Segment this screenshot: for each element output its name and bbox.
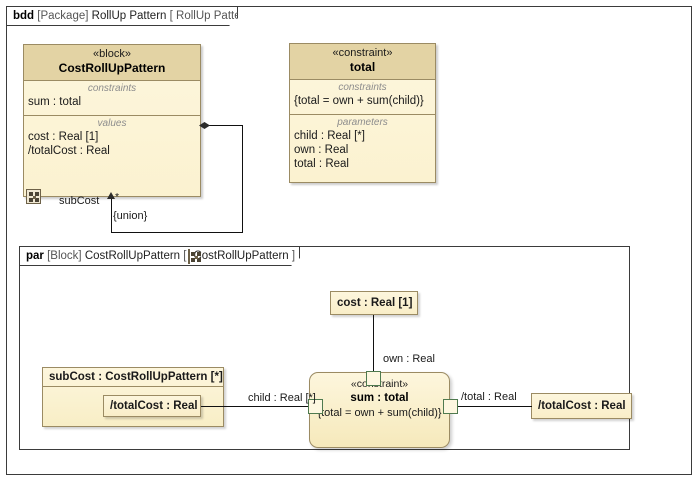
assoc-line-bottom <box>111 232 243 233</box>
par-frame-open-bracket: [ <box>183 250 187 262</box>
block-header: «block» CostRollUpPattern <box>24 45 200 81</box>
par-frame-header: par [Block] CostRollUpPattern [ CostRoll… <box>19 246 300 266</box>
par-frame-type: [Block] <box>47 250 82 262</box>
par-frame: par [Block] CostRollUpPattern [ CostRoll… <box>19 246 632 450</box>
compartment-title-constraints-2: constraints <box>338 82 387 93</box>
assoc-end-label: subCost <box>59 195 100 207</box>
value-totalcost-real[interactable]: /totalCost : Real <box>531 393 632 419</box>
block-compartment-values: values cost : Real [1] /totalCost : Real <box>24 116 200 160</box>
feature-total-cost-real: /totalCost : Real <box>28 145 110 157</box>
par-frame-close-bracket: ] <box>291 250 296 262</box>
constraint-stereotype: «constraint» <box>332 47 393 59</box>
parametric-diagram-icon <box>188 249 190 264</box>
composition-diamond-icon <box>199 122 210 129</box>
feature-total-expression: {total = own + sum(child)} <box>294 95 424 107</box>
par-frame-model: CostRollUpPattern <box>84 250 181 262</box>
connector-label-child: child : Real [*] <box>248 392 316 404</box>
bdd-frame-open-bracket: [ <box>169 10 173 22</box>
connector-own-vertical <box>373 315 374 371</box>
par-frame-kind: par <box>26 250 44 262</box>
constraint-compartment-constraints: constraints {total = own + sum(child)} <box>290 80 435 115</box>
par-frame-name: CostRollUpPattern <box>193 250 289 262</box>
block-cost-roll-up-pattern[interactable]: «block» CostRollUpPattern constraints su… <box>23 44 201 197</box>
block-stereotype: «block» <box>93 48 131 60</box>
constraint-property-expression: {total = own + sum(child)} <box>317 407 442 419</box>
value-cost-real[interactable]: cost : Real [1] <box>330 291 418 315</box>
block-compartment-constraints: constraints sum : total <box>24 81 200 116</box>
constraint-name: total <box>349 60 376 74</box>
bdd-frame-kind: bdd <box>13 10 35 22</box>
bdd-frame: bdd [Package] RollUp Pattern [ RollUp Pa… <box>6 6 692 475</box>
feature-cost-real: cost : Real [1] <box>28 131 99 143</box>
parameter-child: child : Real [*] <box>294 130 365 142</box>
assoc-line-left <box>111 199 112 233</box>
assoc-arrowhead-icon <box>107 192 115 199</box>
parametric-badge-icon <box>26 189 41 204</box>
part-subcost-name: subCost : CostRollUpPattern [*] <box>43 368 223 387</box>
constraint-compartment-parameters: parameters child : Real [*] own : Real t… <box>290 115 435 173</box>
connector-label-own: own : Real <box>383 353 435 365</box>
block-name: CostRollUpPattern <box>58 61 166 75</box>
parameter-total: total : Real <box>294 158 349 170</box>
assoc-line-top <box>207 125 243 126</box>
port-child[interactable] <box>308 399 323 414</box>
block-total-constraint[interactable]: «constraint» total constraints {total = … <box>289 43 436 183</box>
assoc-line-right <box>242 125 243 233</box>
connector-label-total: /total : Real <box>461 391 517 403</box>
port-total[interactable] <box>443 399 458 414</box>
assoc-end-multiplicity: * <box>115 191 120 203</box>
bdd-frame-header: bdd [Package] RollUp Pattern [ RollUp Pa… <box>6 6 238 26</box>
bdd-frame-model: RollUp Pattern <box>91 10 167 22</box>
bdd-frame-type: [Package] <box>37 10 89 22</box>
bdd-frame-close-bracket: ] <box>254 10 258 22</box>
compartment-title-values: values <box>97 118 127 129</box>
value-subcost-totalcost[interactable]: /totalCost : Real <box>103 395 201 417</box>
compartment-title-parameters: parameters <box>337 117 388 128</box>
connector-total-line <box>457 406 532 407</box>
connector-child-line <box>201 406 311 407</box>
constraint-header: «constraint» total <box>290 44 435 80</box>
constraint-property-text: «constraint» sum : total {total = own + … <box>310 373 449 420</box>
constraint-property-name: sum : total <box>350 392 409 404</box>
port-own[interactable] <box>366 371 381 386</box>
assoc-union-constraint: {union} <box>113 210 148 222</box>
compartment-title-constraints: constraints <box>87 83 137 94</box>
parameter-own: own : Real <box>294 144 349 156</box>
feature-sum-total: sum : total <box>28 96 82 108</box>
bdd-frame-name: RollUp Pattern <box>176 10 251 22</box>
